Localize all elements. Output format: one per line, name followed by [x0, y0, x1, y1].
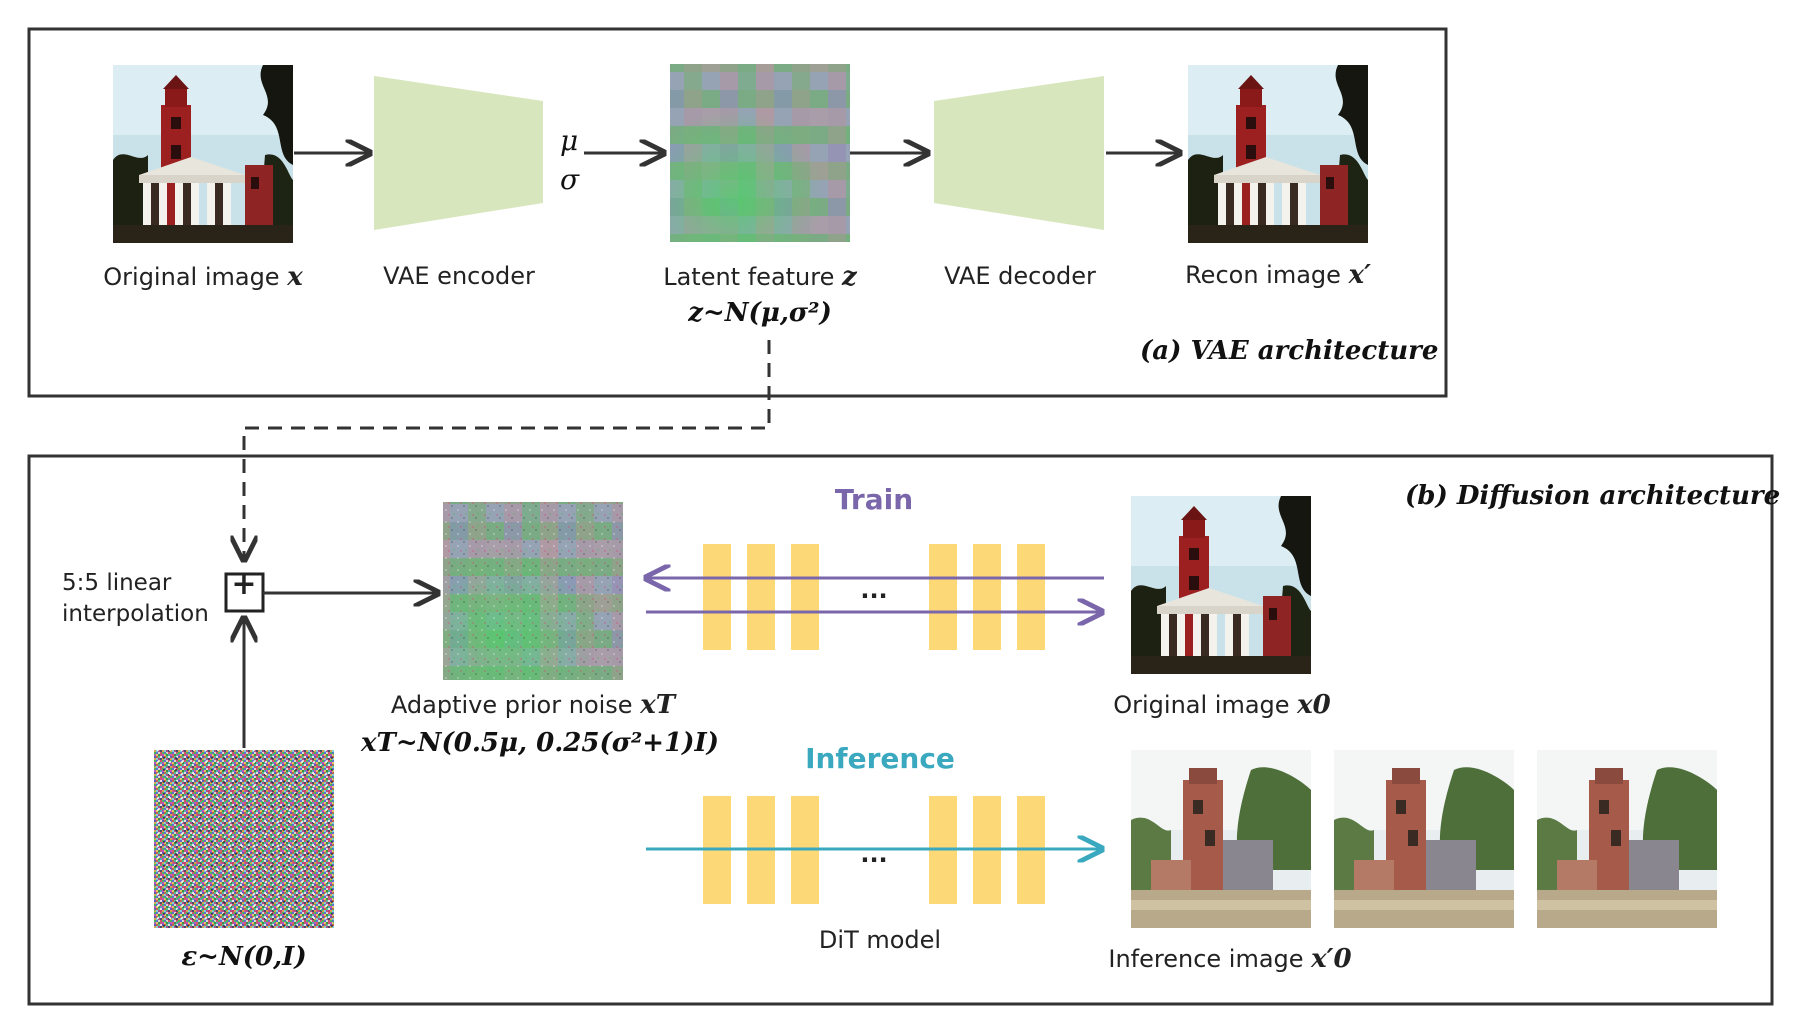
- mu-symbol: μ: [560, 124, 579, 157]
- inference-image-2: [1334, 750, 1514, 928]
- latent-feature-image: [670, 64, 850, 242]
- sigma-symbol: σ: [560, 163, 580, 196]
- prior-var: xT: [640, 690, 676, 720]
- latent-var: z: [842, 262, 857, 292]
- recon-image: [1188, 65, 1368, 243]
- inference-image-1: [1131, 750, 1311, 928]
- train-label: Train: [834, 483, 914, 516]
- original-x0-label: Original image x0: [1113, 690, 1331, 720]
- vae-frame: [27, 27, 1448, 398]
- original-image-label: Original image x: [103, 262, 303, 292]
- vae-decoder-label: VAE decoder: [944, 262, 1096, 290]
- interp-line1: 5:5 linear: [62, 570, 172, 596]
- vae-encoder-trapezoid: [374, 76, 543, 230]
- train-block-4: [929, 544, 957, 650]
- dashed-connector-latent-to-plus: [244, 340, 771, 560]
- original-x0-var: x0: [1297, 690, 1331, 720]
- gaussian-noise-image: [154, 750, 334, 928]
- train-block-3: [791, 544, 819, 650]
- dit-model-label: DiT model: [818, 926, 942, 954]
- diffusion-frame: [27, 454, 1774, 1006]
- diffusion-section-title: (b) Diffusion architecture: [1405, 481, 1781, 511]
- original-image-x0: [1131, 496, 1311, 674]
- latent-formula: z~N(μ,σ²): [688, 298, 832, 328]
- noise-formula: ε~N(0,I): [181, 942, 307, 972]
- inference-label: Inference: [805, 742, 955, 775]
- vae-decoder-trapezoid: [934, 76, 1104, 230]
- adaptive-prior-noise-image: [443, 502, 623, 680]
- inference-image-3: [1537, 750, 1717, 928]
- vae-section-title: (a) VAE architecture: [1140, 336, 1439, 366]
- prior-formula: xT~N(0.5μ, 0.25(σ²+1)I): [361, 728, 719, 758]
- inference-var: x′0: [1311, 944, 1352, 974]
- prior-noise-label: Adaptive prior noise xT: [390, 690, 676, 720]
- train-dit-blocks: [703, 544, 1045, 650]
- recon-var: x′: [1348, 260, 1371, 290]
- train-block-6: [1017, 544, 1045, 650]
- original-image-var: x: [287, 262, 303, 292]
- inference-ellipsis: ...: [860, 840, 888, 868]
- recon-image-label: Recon image x′: [1185, 260, 1371, 290]
- train-block-1: [703, 544, 731, 650]
- plus-symbol: +: [231, 567, 257, 602]
- original-image-x: [113, 65, 293, 243]
- latent-feature-label: Latent feature z: [663, 262, 857, 292]
- interp-line2: interpolation: [62, 601, 209, 627]
- train-ellipsis: ...: [860, 576, 888, 604]
- inference-image-label: Inference image x′0: [1108, 944, 1352, 974]
- vae-encoder-label: VAE encoder: [383, 262, 535, 290]
- train-block-5: [973, 544, 1001, 650]
- train-block-2: [747, 544, 775, 650]
